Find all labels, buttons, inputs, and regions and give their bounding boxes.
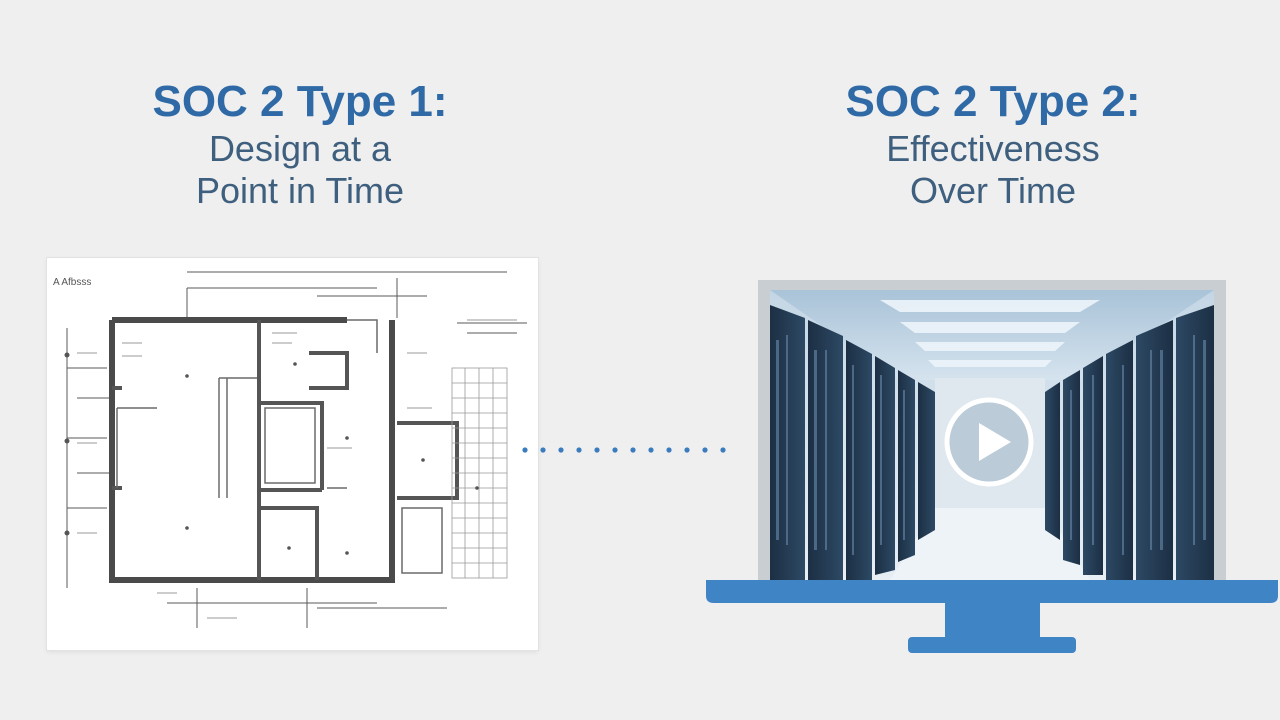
outer-walls — [109, 317, 395, 583]
play-circle-icon — [944, 397, 1034, 487]
type2-subtitle-line2: Over Time — [909, 170, 1077, 211]
blueprint-label: A Afbsss — [53, 277, 91, 288]
interior-fixtures — [116, 319, 443, 574]
monitor-stand-base — [908, 637, 1076, 653]
monitor-stand-neck — [945, 603, 1040, 639]
type2-heading: SOC 2 Type 2: — [845, 77, 1141, 126]
room-markers — [64, 352, 479, 555]
monitor-bottom-bar — [706, 580, 1278, 603]
type1-subtitle-line2: Point in Time — [195, 170, 405, 211]
right-rack-lights — [1070, 335, 1206, 555]
dotted-connector — [522, 447, 726, 453]
connector-dots — [522, 447, 726, 453]
dimension-lines — [66, 271, 527, 628]
floor — [890, 508, 1090, 580]
play-button[interactable] — [943, 396, 1035, 488]
type2-subtitle-line1: Effectiveness — [886, 128, 1100, 169]
ceiling-lights — [880, 300, 1100, 367]
type1-title: SOC 2 Type 1: Design at a Point in Time — [100, 76, 500, 212]
annotation-ticks — [77, 319, 517, 619]
left-rack-lights — [776, 335, 905, 555]
hatching-grid — [451, 367, 508, 579]
type1-subtitle-line1: Design at a — [208, 128, 392, 169]
type2-title: SOC 2 Type 2: Effectiveness Over Time — [793, 76, 1193, 212]
floor-plan-drawing: A Afbsss — [53, 271, 527, 628]
type1-heading: SOC 2 Type 1: — [152, 77, 448, 126]
inner-walls — [112, 320, 459, 580]
floor-plan-blueprint: A Afbsss — [47, 258, 538, 650]
